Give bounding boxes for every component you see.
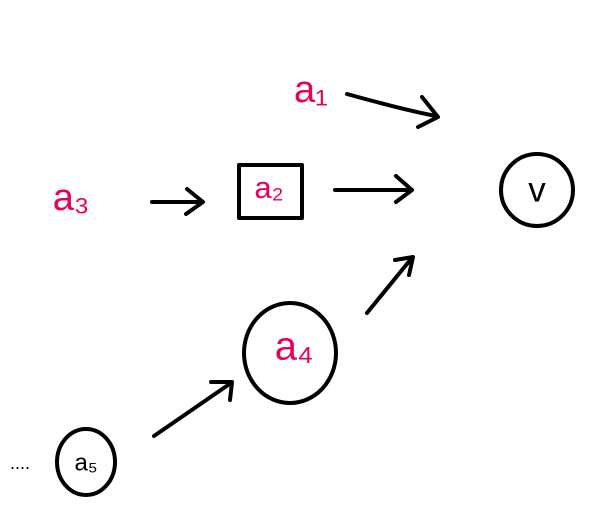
node-a4: a₄: [242, 301, 338, 405]
node-a4-label: a₄: [275, 325, 314, 369]
node-a3: a₃: [53, 177, 90, 219]
arrow-a5-to-a4: [152, 380, 234, 438]
node-a1: a₁: [294, 69, 328, 111]
node-v: v: [499, 152, 575, 228]
node-a2-label: a₂: [254, 170, 283, 205]
node-a2-box: [237, 163, 304, 220]
ellipsis-label: ....: [10, 453, 30, 473]
arrow-a3-to-a2: [150, 187, 205, 216]
ellipsis-marker: ....: [10, 453, 30, 473]
node-v-circle: [499, 152, 575, 228]
node-a4-circle: [242, 301, 338, 405]
node-a3-label: a₃: [53, 177, 90, 219]
node-a5-label: a₅: [74, 449, 97, 476]
arrow-a1-to-v: [345, 92, 440, 129]
node-a5-circle: [55, 427, 117, 497]
node-a1-label: a₁: [294, 69, 328, 111]
node-a5: a₅: [55, 427, 117, 497]
arrow-a2-to-v: [333, 174, 414, 204]
node-v-label: v: [528, 170, 546, 209]
node-a2: a₂: [237, 163, 304, 220]
arrow-a4-to-v: [365, 255, 415, 315]
